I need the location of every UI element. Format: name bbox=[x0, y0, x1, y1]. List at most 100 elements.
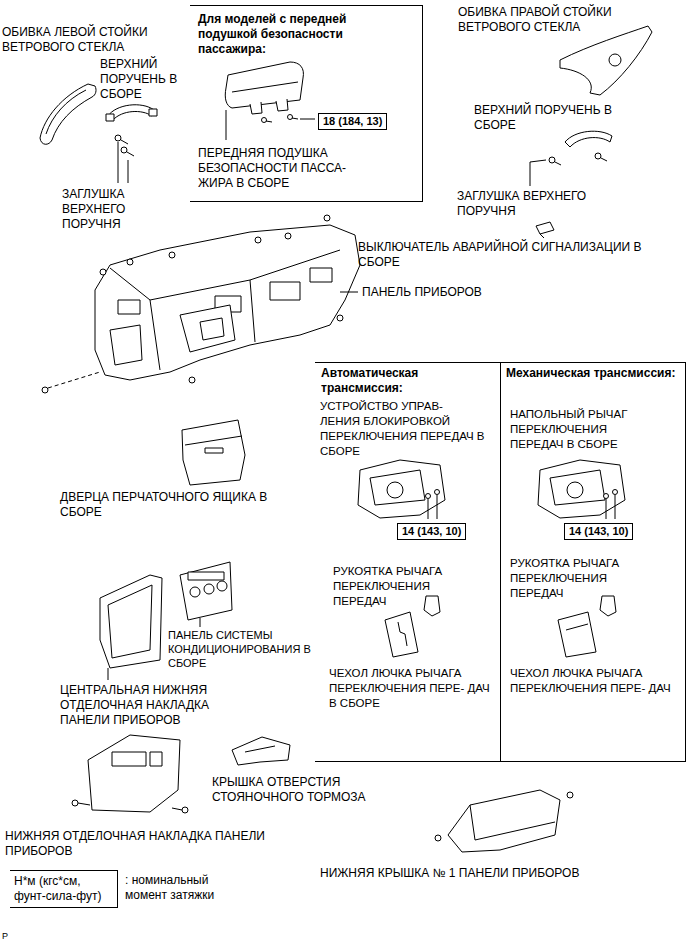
upper-grip bbox=[555, 162, 561, 165]
ac-panel bbox=[188, 572, 224, 580]
part-name: НИЖНЯЯ КРЫШКА № 1 ПАНЕЛИ ПРИБОРОВ bbox=[320, 866, 660, 881]
shift-lock-assembly bbox=[358, 460, 445, 518]
hazard-switch bbox=[536, 222, 554, 238]
grip-screw bbox=[115, 135, 121, 141]
variant-column: Автоматическая трансмиссия:УСТРОЙСТВО УП… bbox=[315, 362, 501, 762]
grip-screw bbox=[118, 142, 119, 183]
panel-bolt bbox=[100, 269, 106, 275]
part-name: ВЕРХНИЙ ПОРУЧЕНЬ В СБОРЕ bbox=[100, 57, 195, 102]
torque-value: 14 (143, 10) bbox=[402, 525, 461, 538]
upper-grip bbox=[530, 160, 546, 186]
lower-trim bbox=[72, 800, 78, 806]
airbag-assembly bbox=[276, 99, 288, 111]
part-name: НАПОЛЬНЫЙ РЫЧАГ ПЕРЕКЛЮЧЕНИЯ ПЕРЕДАЧ В С… bbox=[510, 407, 655, 452]
lower-cover bbox=[435, 790, 573, 852]
ac-panel bbox=[204, 584, 214, 594]
right-pillar-trim bbox=[560, 26, 652, 95]
grip-screw bbox=[115, 135, 134, 183]
upper-grip bbox=[108, 105, 154, 120]
upper-grip bbox=[530, 131, 612, 186]
grip-screw bbox=[127, 152, 134, 156]
left-pillar-trim bbox=[46, 90, 86, 134]
lower-cover bbox=[448, 790, 560, 852]
instrument-panel bbox=[95, 225, 360, 380]
shift-boot bbox=[566, 624, 588, 630]
floor-shift-lever bbox=[613, 490, 618, 495]
shift-lock-assembly bbox=[435, 490, 440, 495]
instrument-panel bbox=[110, 325, 142, 365]
torque-unit: Н*м (кгс*см, фунт-сила-фут) bbox=[14, 874, 114, 904]
parking-brake-cover bbox=[245, 746, 275, 752]
ac-panel bbox=[180, 562, 232, 627]
floor-shift-lever bbox=[606, 499, 607, 519]
instrument-panel bbox=[250, 280, 255, 342]
left-pillar-trim bbox=[40, 84, 96, 144]
floor-shift-lever bbox=[615, 495, 616, 519]
part-name: ПАНЕЛЬ СИСТЕМЫ КОНДИЦИОНИРОВАНИЯ В СБОРЕ bbox=[168, 628, 313, 670]
torque-box: 14 (143, 10) bbox=[397, 523, 466, 540]
ac-panel bbox=[180, 562, 232, 620]
airbag-assembly bbox=[266, 121, 272, 122]
hazard-switch bbox=[536, 222, 554, 234]
upper-grip bbox=[595, 153, 601, 159]
airbag-assembly bbox=[300, 119, 315, 120]
airbag-assembly bbox=[288, 115, 293, 120]
floor-shift-lever bbox=[604, 494, 609, 499]
parking-brake-cover bbox=[232, 737, 290, 765]
part-name: ЗАГЛУШКА ВЕРХНЕГО ПОРУЧНЯ bbox=[457, 189, 617, 219]
airbag-assembly bbox=[225, 62, 303, 108]
part-name: НИЖНЯЯ ОТДЕЛОЧНАЯ НАКЛАДКА ПАНЕЛИ ПРИБОР… bbox=[5, 829, 305, 859]
ac-panel bbox=[217, 581, 227, 591]
lower-trim bbox=[72, 735, 188, 813]
panel-bolt bbox=[42, 387, 48, 393]
part-name: ЦЕНТРАЛЬНАЯ НИЖНЯЯ ОТДЕЛОЧНАЯ НАКЛАДКА П… bbox=[60, 683, 238, 728]
upper-grip bbox=[565, 131, 612, 147]
part-name: ДВЕРЦА ПЕРЧАТОЧНОГО ЯЩИКА В СБОРЕ bbox=[60, 490, 295, 520]
part-name: ОБИВКА ЛЕВОЙ СТОЙКИ ВЕТРОВОГО СТЕКЛА bbox=[2, 25, 170, 55]
lower-trim bbox=[150, 752, 162, 766]
airbag-assembly bbox=[250, 102, 262, 114]
variant-column: Механическая трансмиссия:НАПОЛЬНЫЙ РЫЧАГ… bbox=[500, 362, 686, 762]
page-mark: P bbox=[2, 931, 22, 942]
upper-grip bbox=[549, 157, 555, 163]
shift-lock-assembly bbox=[370, 470, 425, 505]
instrument-panel bbox=[310, 268, 332, 282]
part-name: ОБИВКА ПРАВОЙ СТОЙКИ ВЕТРОВОГО СТЕКЛА bbox=[458, 5, 643, 35]
instrument-panel bbox=[200, 318, 224, 340]
torque-value: 18 (184, 13) bbox=[323, 115, 382, 128]
shift-boot bbox=[558, 612, 596, 657]
shift-knob bbox=[600, 596, 616, 616]
shift-lock-assembly bbox=[428, 499, 429, 519]
shift-lock-assembly bbox=[387, 482, 403, 498]
lower-cover bbox=[567, 792, 573, 798]
centre-lower-trim bbox=[108, 668, 109, 680]
instrument-panel bbox=[340, 292, 358, 293]
part-name: ПЕРЕДНЯЯ ПОДУШКА БЕЗОПАСНОСТИ ПАССА- ЖИР… bbox=[198, 146, 373, 191]
centre-lower-trim bbox=[108, 585, 152, 658]
floor-shift-lever bbox=[567, 482, 583, 498]
shift-boot bbox=[398, 622, 407, 646]
glove-box-door bbox=[182, 420, 245, 485]
shift-boot bbox=[558, 612, 596, 657]
glove-box-door bbox=[205, 448, 223, 453]
upper-grip bbox=[601, 158, 607, 161]
airbag-assembly bbox=[232, 82, 298, 92]
panel-bolt bbox=[255, 237, 261, 243]
upper-grip bbox=[106, 105, 157, 121]
shift-lock-assembly bbox=[426, 494, 431, 499]
upper-grip bbox=[106, 114, 114, 121]
grip-screw bbox=[121, 140, 128, 144]
grip-screw bbox=[128, 160, 129, 183]
lower-cover bbox=[470, 805, 555, 840]
panel-bolt bbox=[324, 215, 330, 221]
glove-box-door bbox=[185, 436, 242, 445]
airbag-assembly bbox=[262, 118, 267, 123]
part-name: РУКОЯТКА РЫЧАГА ПЕРЕКЛЮЧЕНИЯ ПЕРЕДАЧ bbox=[510, 556, 650, 601]
instrument-panel bbox=[150, 300, 160, 370]
left-pillar-trim bbox=[40, 84, 96, 144]
instrument-panel bbox=[110, 250, 340, 300]
right-pillar-trim bbox=[609, 54, 621, 66]
lower-trim bbox=[88, 735, 180, 812]
